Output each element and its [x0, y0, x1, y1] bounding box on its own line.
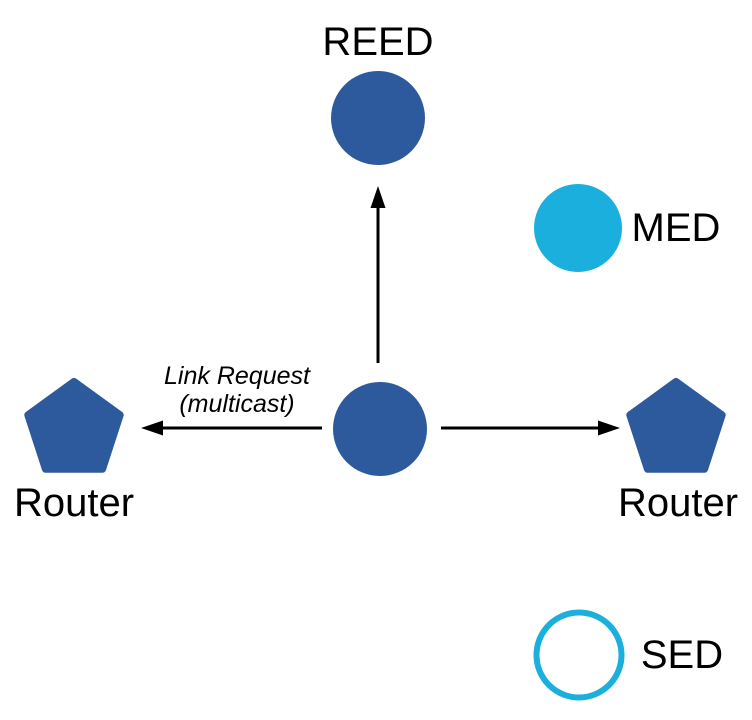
arrowhead-to-left-router-icon: [141, 420, 163, 436]
link-request-arrows: [141, 186, 620, 436]
sender-node-circle: [333, 382, 427, 476]
router-right-pentagon: [626, 378, 726, 473]
med-node-circle: [534, 184, 622, 272]
reed-node-circle: [331, 71, 425, 165]
router-right-node-label: Router: [617, 481, 739, 525]
arrowhead-to-reed-icon: [370, 186, 386, 208]
link-request-annotation-line1: Link Request: [164, 362, 310, 390]
med-node-label: MED: [631, 206, 721, 250]
arrowhead-to-right-router-icon: [598, 420, 620, 436]
link-request-annotation: Link Request (multicast): [164, 362, 310, 418]
router-left-node-label: Router: [13, 481, 135, 525]
sed-node-label: SED: [640, 633, 724, 677]
link-request-annotation-line2: (multicast): [179, 390, 295, 418]
sed-node-circle: [533, 609, 625, 701]
router-left-pentagon: [24, 378, 124, 473]
reed-node-label: REED: [322, 20, 434, 64]
